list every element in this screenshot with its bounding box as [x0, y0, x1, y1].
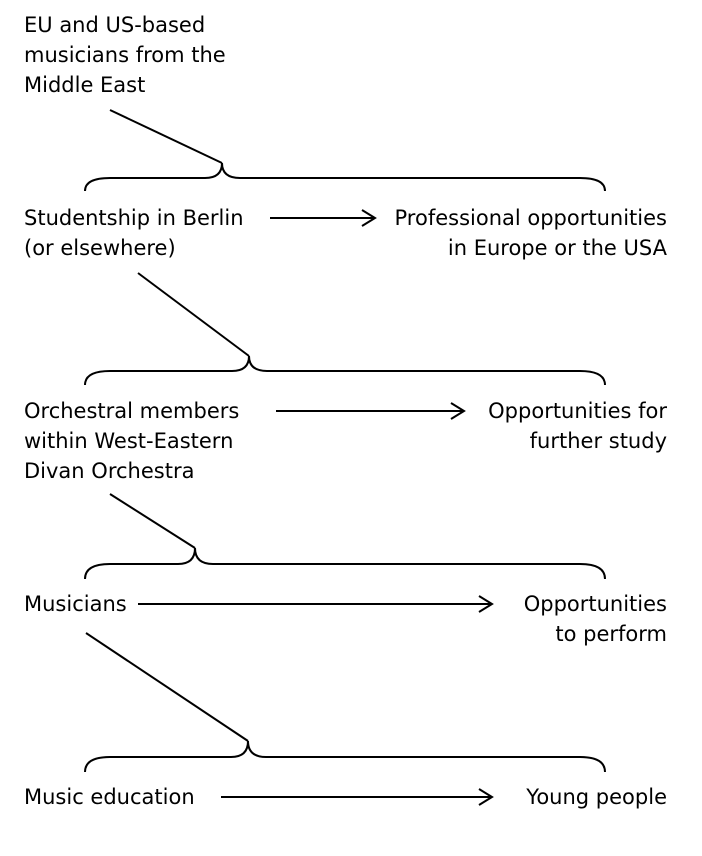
level-1-left-line: (or elsewhere)	[24, 236, 176, 260]
level-2-left-line: Orchestral members	[24, 399, 240, 423]
top-label-line: EU and US-based	[24, 13, 206, 37]
arrowhead-4	[478, 788, 494, 806]
level-1-left-label: Studentship in Berlin (or elsewhere)	[24, 203, 244, 263]
level-2-right-line: further study	[529, 429, 667, 453]
level-4-left-label: Music education	[24, 782, 195, 812]
level-1-right-label: Professional opportunities in Europe or …	[395, 203, 668, 263]
arrowhead-3	[478, 595, 494, 613]
level-2-right-line: Opportunities for	[488, 399, 667, 423]
pointer-line-3	[109, 493, 196, 549]
level-2-right-label: Opportunities for further study	[488, 396, 667, 456]
arrowhead-2	[450, 402, 466, 420]
level-3-right-line: Opportunities	[523, 592, 667, 616]
level-2-left-line: within West-Eastern	[24, 429, 234, 453]
brace-1	[84, 162, 606, 192]
level-2-left-line: Divan Orchestra	[24, 459, 195, 483]
top-label-line: musicians from the	[24, 43, 226, 67]
level-2-left-label: Orchestral members within West-Eastern D…	[24, 396, 239, 486]
level-3-right-line: to perform	[555, 622, 667, 646]
arrowhead-1	[361, 209, 377, 227]
top-label-line: Middle East	[24, 73, 146, 97]
brace-3	[84, 547, 606, 580]
pointer-line-2	[137, 272, 250, 357]
top-label: EU and US-based musicians from the Middl…	[24, 10, 226, 100]
level-4-right-label: Young people	[526, 782, 667, 812]
level-1-left-line: Studentship in Berlin	[24, 206, 244, 230]
level-1-right-line: in Europe or the USA	[447, 236, 667, 260]
level-3-right-label: Opportunities to perform	[524, 589, 667, 649]
level-3-left-line: Musicians	[24, 592, 127, 616]
pointer-line-4	[85, 632, 249, 742]
pointer-line-1	[109, 109, 223, 164]
level-4-left-line: Music education	[24, 785, 195, 809]
level-4-right-line: Young people	[526, 785, 667, 809]
level-3-left-label: Musicians	[24, 589, 127, 619]
brace-2	[84, 355, 606, 386]
brace-4	[84, 740, 606, 773]
level-1-right-line: Professional opportunities	[394, 206, 668, 230]
